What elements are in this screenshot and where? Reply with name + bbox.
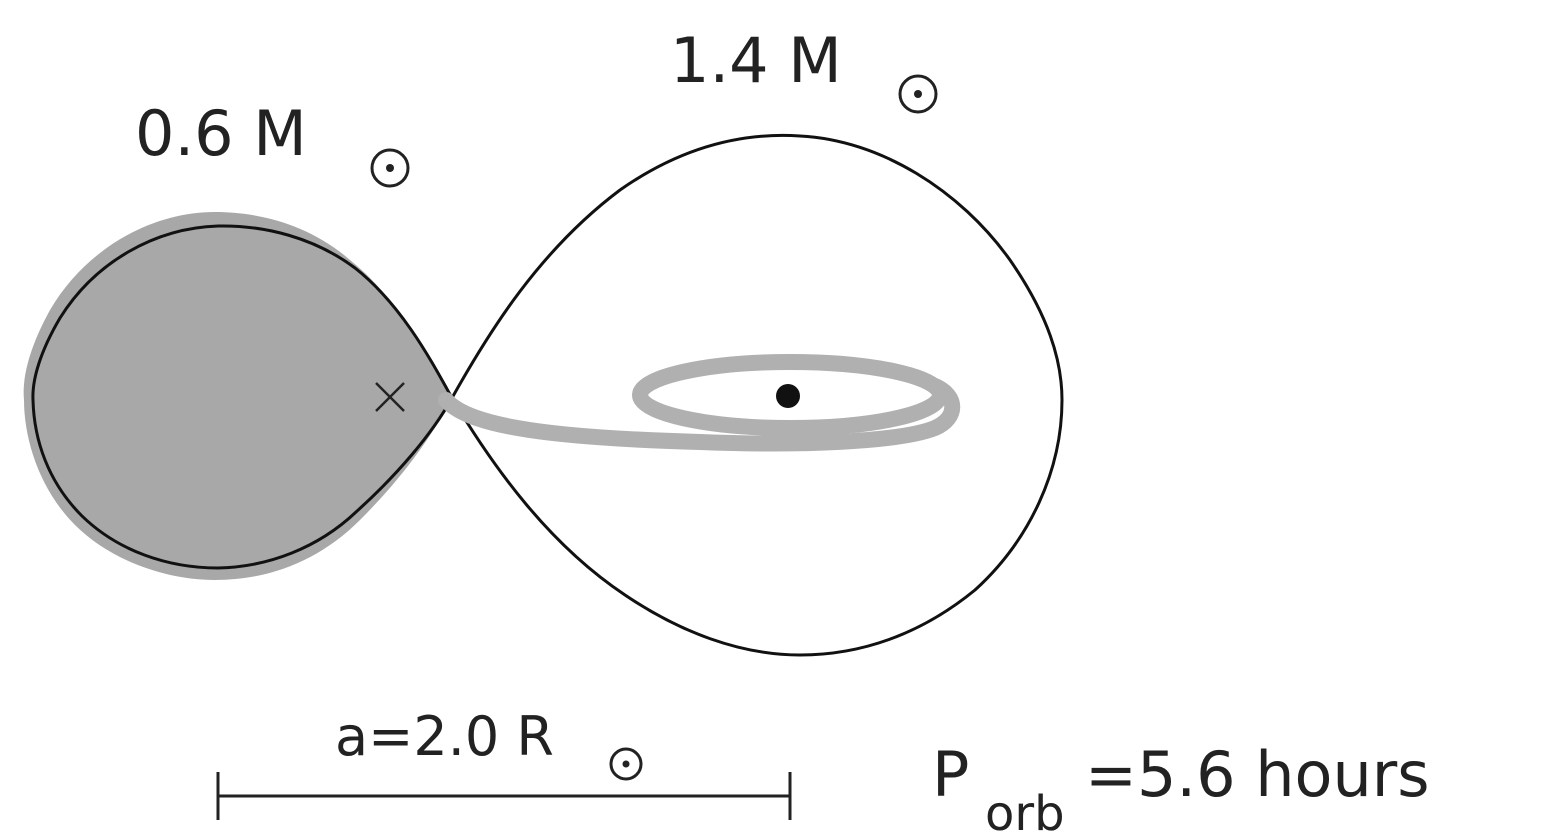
- donor-star-fill: [23, 212, 453, 580]
- orbital-period-value: =5.6 hours: [1085, 738, 1430, 811]
- orbital-period-label: P: [932, 738, 969, 811]
- separation-label: a=2.0 R: [335, 705, 554, 768]
- accretion-stream: [438, 378, 961, 452]
- separation-scale-bar: [216, 772, 792, 820]
- filled-dot-icon: [776, 384, 800, 408]
- sun-symbol-icon: [609, 747, 643, 781]
- sun-symbol-icon: [370, 148, 410, 188]
- accretor-mass-label: 1.4 M: [670, 24, 842, 97]
- donor-mass-label: 0.6 M: [135, 97, 307, 170]
- accretion-disc: [632, 354, 948, 436]
- cross-icon: [375, 382, 405, 412]
- accretor-roche-lobe: [450, 133, 1064, 657]
- donor-roche-lobe: [31, 224, 454, 570]
- sun-symbol-icon: [898, 74, 938, 114]
- orbital-period-subscript: orb: [985, 786, 1065, 832]
